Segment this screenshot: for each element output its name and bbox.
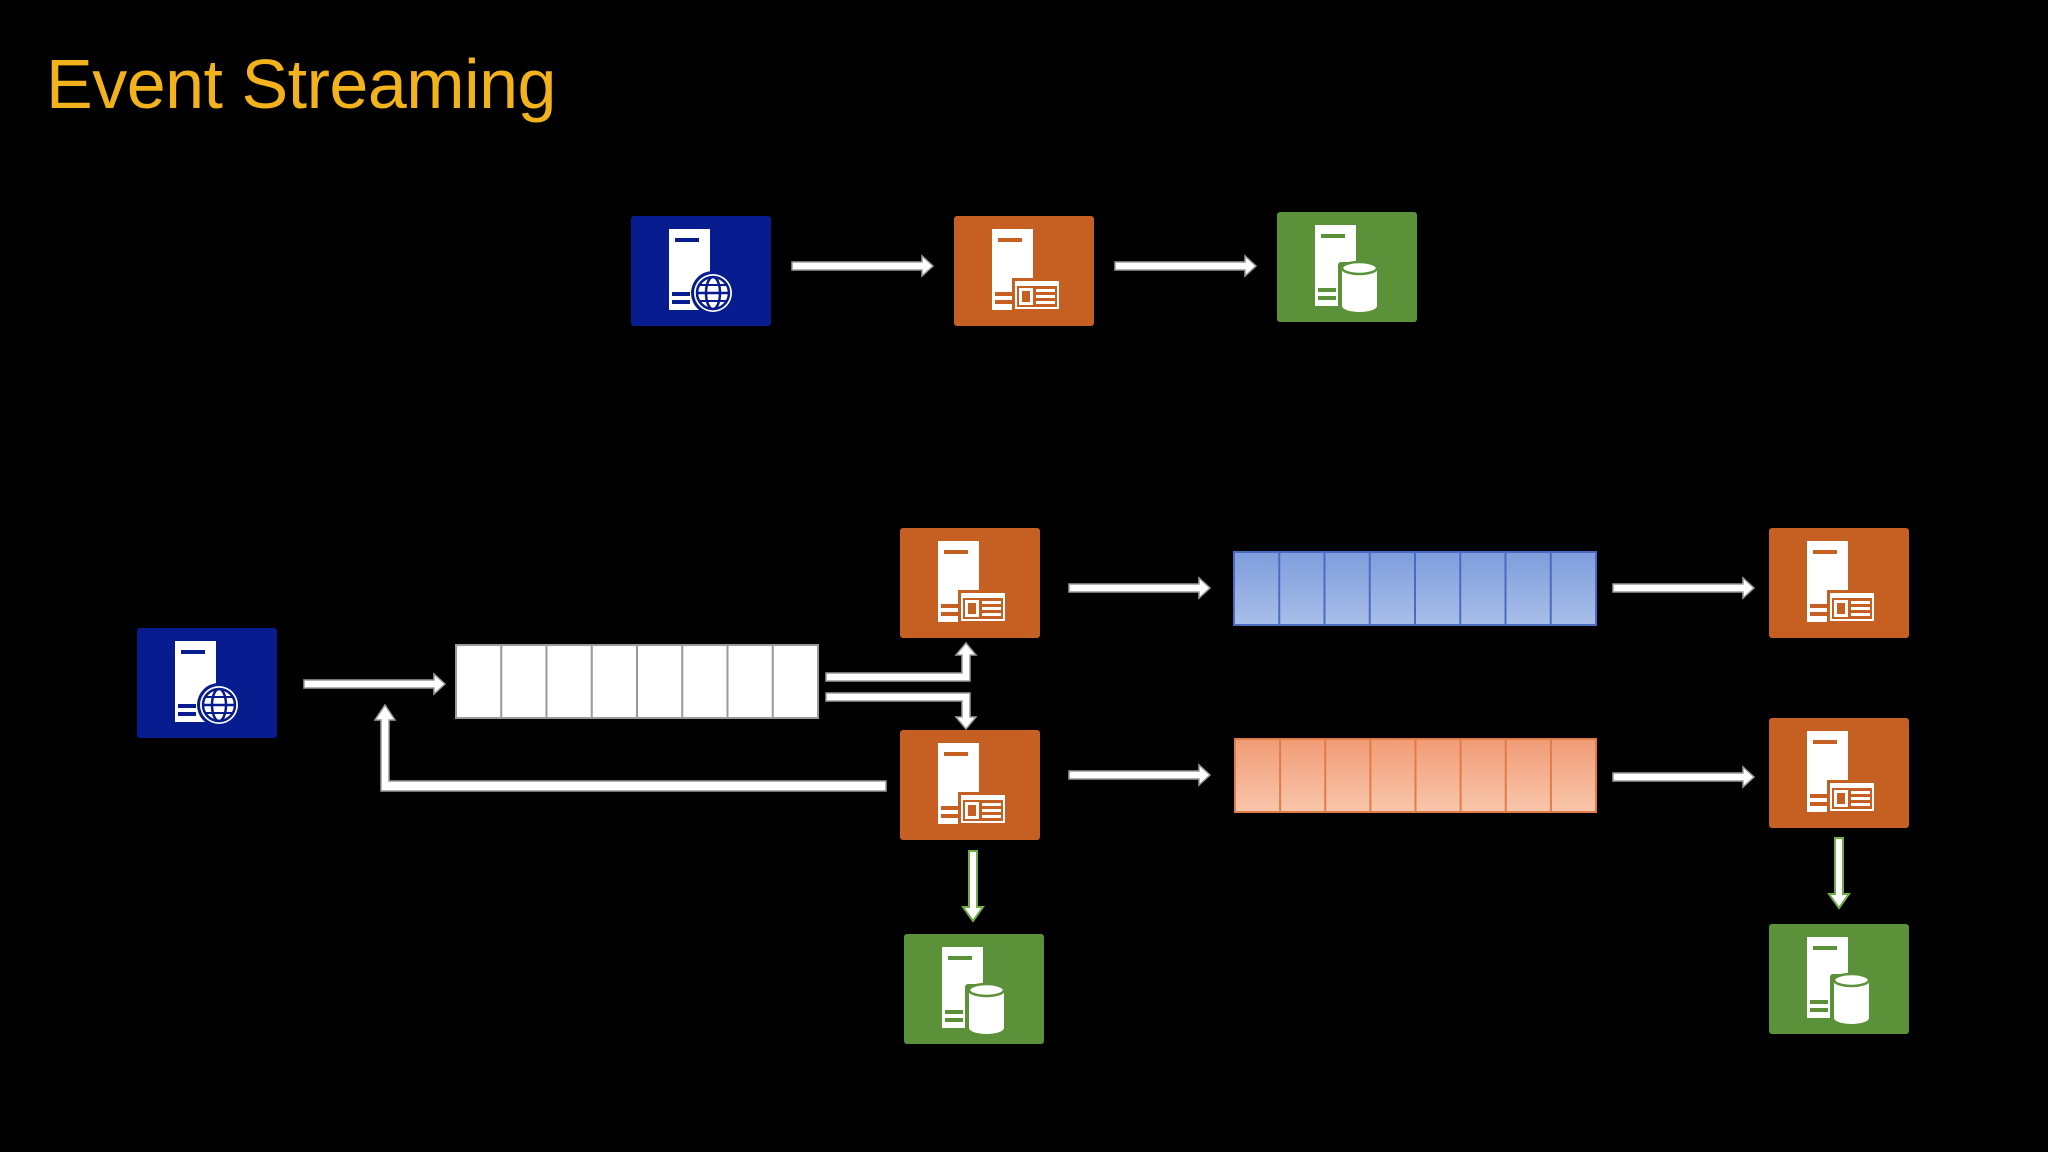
upper-consumer-server-icon (900, 528, 1040, 638)
top-web-server-icon (631, 216, 771, 326)
right-db-server-icon (1769, 924, 1909, 1034)
orange-stream (1234, 738, 1597, 813)
lower-to-orange-stream-arrow (1068, 763, 1212, 787)
top-db-server-icon (1277, 212, 1417, 322)
right-lower-server-icon (1769, 718, 1909, 828)
producer-to-queue-arrow (303, 672, 447, 696)
orange-stream-to-right-server-arrow (1612, 765, 1756, 789)
feedback-arrow (373, 703, 887, 792)
top-arrow-1 (791, 254, 935, 278)
top-app-server-icon (954, 216, 1094, 326)
slide-title: Event Streaming (46, 45, 556, 123)
blue-stream (1233, 551, 1597, 626)
queue-to-lower-consumer-arrow (825, 692, 978, 731)
event-queue (455, 644, 819, 719)
producer-web-server-icon (137, 628, 277, 738)
right-upper-server-icon (1769, 528, 1909, 638)
lower-db-server-icon (904, 934, 1044, 1044)
blue-stream-to-right-server-arrow (1612, 576, 1756, 600)
upper-to-blue-stream-arrow (1068, 576, 1212, 600)
queue-to-upper-consumer-arrow (825, 641, 978, 682)
top-arrow-2 (1114, 254, 1258, 278)
right-server-to-db-arrow (1827, 837, 1851, 910)
lower-consumer-to-db-arrow (961, 850, 985, 923)
lower-consumer-server-icon (900, 730, 1040, 840)
